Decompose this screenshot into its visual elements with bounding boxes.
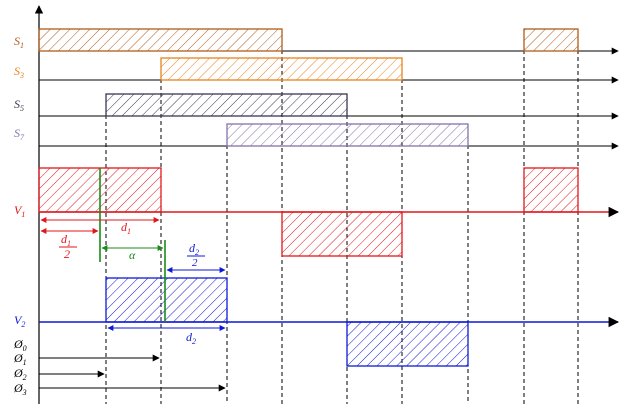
d2-half-denominator: 2 [192, 257, 198, 269]
alpha-label: α [129, 248, 136, 262]
s3-pulse [160, 57, 403, 81]
s3-label: S3 [14, 64, 24, 80]
v2-positive-pulse [105, 277, 228, 323]
d2-label: d2 [186, 330, 196, 346]
phase-arrows [39, 354, 226, 392]
v2-label: V2 [14, 313, 25, 329]
s1-waveform [38, 28, 619, 55]
s1-pulse [523, 28, 579, 52]
v1-waveform [38, 167, 620, 257]
d1-half-label: d1 2 [59, 232, 77, 261]
s1-pulse [38, 28, 283, 52]
v1-label: V1 [14, 203, 25, 219]
v2-negative-pulse [346, 321, 469, 367]
s1-label: S1 [14, 34, 24, 50]
s7-label: S7 [14, 126, 25, 142]
s5-label: S5 [14, 97, 24, 113]
phase-2-label: Ø2 [13, 366, 27, 382]
s7-waveform [39, 123, 619, 150]
phase-3-label: Ø3 [13, 381, 27, 397]
s7-pulse [226, 123, 469, 147]
d1-half-denominator: 2 [64, 247, 70, 261]
d2-half-label: d2 2 [187, 241, 205, 269]
s3-waveform [39, 57, 619, 84]
s5-waveform [39, 93, 619, 120]
s5-pulse [105, 93, 348, 117]
phase-1-label: Ø1 [13, 351, 27, 367]
alpha-markers [99, 168, 166, 322]
v2-waveform [39, 277, 620, 367]
v1-negative-pulse [281, 211, 403, 257]
d1-label: d1 [121, 220, 131, 236]
d2-half-numerator: d2 [189, 241, 199, 257]
v1-positive-pulse [523, 167, 579, 213]
phase-0-label: Ø0 [13, 337, 27, 353]
d1-half-numerator: d1 [61, 232, 71, 248]
